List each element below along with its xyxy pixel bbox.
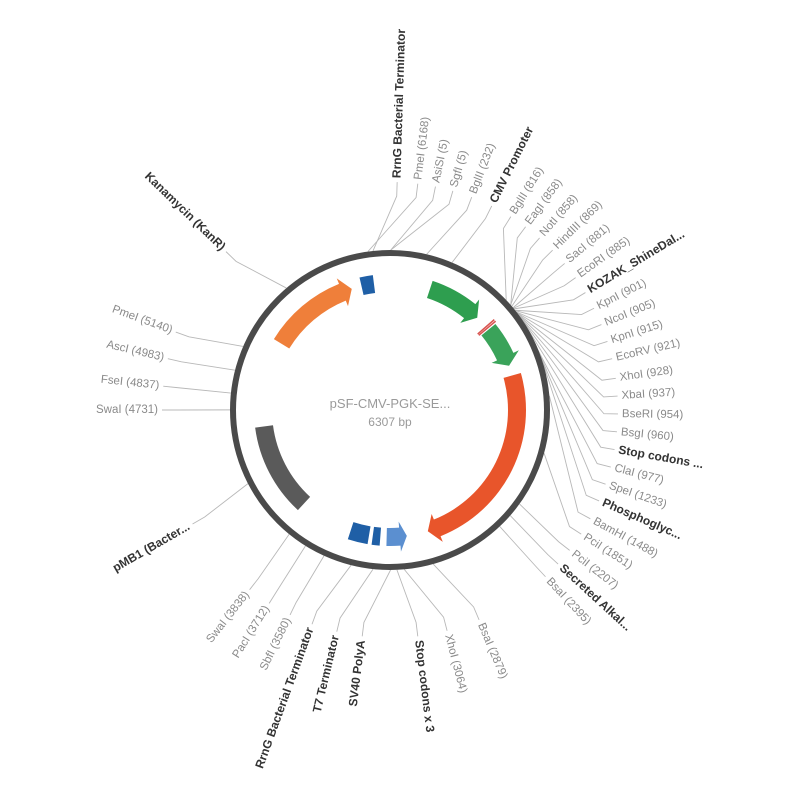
restriction-site-label: XhoI (928)	[619, 364, 674, 383]
leader-line	[516, 312, 613, 363]
feature-label: RrnG Bacterial Terminator	[252, 625, 316, 770]
leader-line	[311, 564, 352, 625]
leader-line	[268, 545, 306, 604]
feature-arcs	[255, 275, 526, 552]
leader-line	[396, 569, 419, 637]
leader-line	[548, 395, 591, 520]
leader-line	[510, 237, 540, 306]
leader-line	[515, 307, 595, 315]
feature-label: pMB1 (Bacter...	[110, 519, 192, 574]
leader-line	[517, 313, 616, 381]
site-tick-0	[477, 319, 495, 335]
restriction-site-label: SgfI (5)	[448, 149, 470, 189]
leader-line	[520, 317, 617, 433]
rrng-terminator-bottom	[347, 522, 371, 545]
restriction-site-label: BseRI (954)	[622, 408, 684, 421]
leader-line	[515, 310, 602, 331]
leader-line	[513, 292, 586, 310]
pmb1-origin	[255, 425, 311, 511]
label-leader-lines	[162, 182, 618, 637]
restriction-site-label: PmeI (5140)	[110, 303, 174, 336]
leader-line	[249, 533, 290, 590]
leader-line	[167, 358, 236, 371]
leader-line	[510, 226, 526, 306]
leader-line	[513, 277, 576, 309]
restriction-site-label: BsgI (960)	[620, 426, 674, 443]
plasmid-name: pSF-CMV-PGK-SE...	[330, 396, 451, 411]
leader-line	[390, 186, 436, 251]
plasmid-backbone-circle	[230, 250, 550, 570]
leader-line	[521, 319, 611, 468]
restriction-site-label: FseI (4837)	[100, 374, 160, 392]
leader-line	[336, 568, 374, 632]
restriction-site-label: SwaI (4731)	[96, 404, 158, 416]
leader-line	[541, 358, 600, 502]
leader-line	[516, 311, 608, 347]
leader-line	[511, 249, 553, 307]
leader-line	[519, 316, 618, 415]
leader-line	[540, 356, 606, 485]
site-ticks	[477, 319, 497, 336]
leader-line	[289, 555, 325, 616]
t7-terminator	[371, 526, 382, 546]
leader-line	[192, 483, 249, 525]
restriction-site-label: XbaI (937)	[621, 387, 676, 402]
sv40-polya	[386, 521, 407, 552]
leader-line	[432, 563, 480, 621]
orf-green	[481, 324, 519, 366]
site-tick-1	[478, 320, 497, 336]
kanamycin-resistance	[273, 278, 352, 349]
leader-line	[512, 263, 565, 309]
leader-line	[499, 526, 546, 578]
secreted-alkaline-phosphatase	[427, 372, 526, 542]
restriction-site-label: XhoI (3064)	[442, 633, 469, 694]
feature-label: T7 Terminator	[310, 633, 342, 714]
leader-line	[372, 182, 398, 252]
restriction-site-label: AsiSI (5)	[430, 138, 451, 184]
feature-label: RrnG Bacterial Terminator	[389, 28, 408, 178]
leader-line	[225, 251, 287, 289]
rrng-terminator-top	[359, 275, 376, 296]
leader-line	[502, 216, 512, 301]
leader-line	[509, 515, 559, 565]
leader-line	[361, 569, 391, 637]
restriction-site-label: PmeI (6168)	[412, 116, 432, 180]
feature-label: Stop codons x 3	[412, 639, 437, 733]
leader-line	[367, 183, 419, 252]
feature-label: Kanamycin (KanR)	[142, 169, 228, 253]
leader-line	[519, 503, 570, 551]
leader-line	[518, 314, 618, 398]
leader-line	[403, 569, 448, 631]
plasmid-length: 6307 bp	[368, 415, 412, 429]
leader-line	[426, 196, 473, 255]
restriction-site-label: AscI (4983)	[105, 339, 165, 364]
leader-line	[543, 453, 582, 535]
restriction-site-label: BsaI (2879)	[475, 621, 509, 681]
leader-line	[175, 331, 244, 347]
feature-label: SV40 PolyA	[346, 639, 368, 707]
leader-line	[521, 318, 615, 451]
cmv-promoter	[426, 280, 480, 323]
leader-line	[451, 205, 493, 263]
leader-line	[163, 385, 231, 394]
leader-line	[390, 190, 454, 251]
